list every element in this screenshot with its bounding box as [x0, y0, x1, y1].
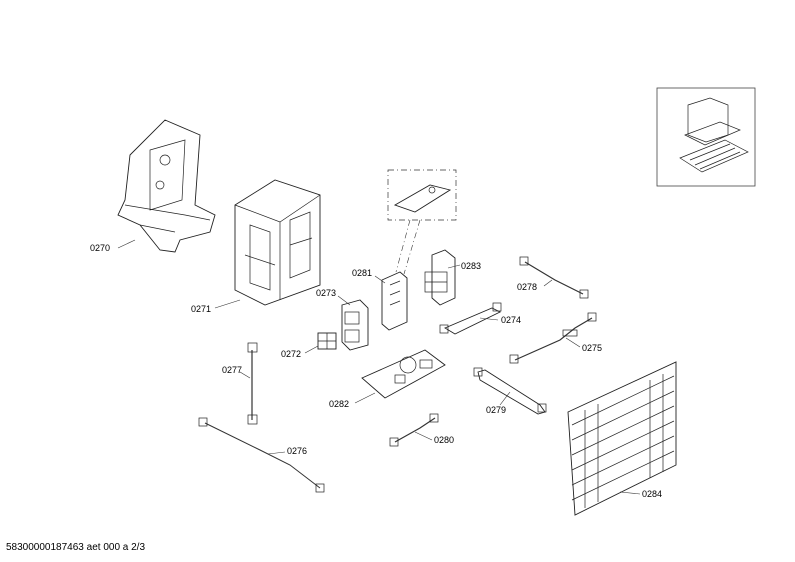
part-0281-control-board[interactable] [381, 169, 457, 331]
part-0277-cable[interactable] [247, 342, 258, 425]
leader-0281 [374, 275, 386, 284]
part-0272-terminal[interactable] [317, 332, 337, 350]
label-0276: 0276 [287, 446, 307, 456]
part-0278-cable[interactable] [519, 256, 589, 299]
leader-0275 [565, 337, 581, 348]
part-0283-transformer[interactable] [424, 249, 456, 306]
footer-document-id: 58300000187463 aet 000 a 2/3 [6, 542, 146, 553]
part-0274-cable[interactable] [439, 302, 502, 335]
part-0282-power-board[interactable] [361, 349, 446, 399]
leader-0278 [543, 279, 553, 287]
label-0281: 0281 [352, 268, 372, 278]
label-0275: 0275 [582, 343, 602, 353]
label-0284: 0284 [642, 489, 662, 499]
part-0284-grille-panel[interactable] [567, 361, 677, 516]
leader-0276 [267, 451, 286, 455]
label-0273: 0273 [316, 288, 336, 298]
label-0283: 0283 [461, 261, 481, 271]
part-0275-cable[interactable] [509, 312, 597, 364]
part-0280-cable[interactable] [389, 413, 439, 447]
part-0273-relay-block[interactable] [341, 299, 369, 351]
leader-0272 [304, 345, 319, 354]
label-0278: 0278 [517, 282, 537, 292]
part-0270-bracket[interactable] [117, 119, 216, 253]
label-0277: 0277 [222, 365, 242, 375]
leader-0280 [414, 431, 433, 441]
label-0280: 0280 [434, 435, 454, 445]
leader-0279 [499, 391, 511, 406]
part-0279-cable[interactable] [473, 367, 547, 415]
leader-0271 [214, 299, 241, 309]
label-0270: 0270 [90, 243, 110, 253]
leader-0270 [117, 239, 136, 249]
leader-0274 [479, 317, 499, 321]
label-0282: 0282 [329, 399, 349, 409]
label-0271: 0271 [191, 304, 211, 314]
leader-0282 [354, 392, 376, 404]
overview-thumbnail [656, 87, 756, 187]
part-0276-cable[interactable] [198, 417, 325, 493]
leader-0283 [447, 264, 461, 269]
label-0272: 0272 [281, 349, 301, 359]
part-0271-housing-frame[interactable] [234, 179, 321, 306]
leader-0273 [337, 295, 351, 306]
label-0279: 0279 [486, 405, 506, 415]
leader-0284 [619, 491, 641, 495]
leader-0277 [239, 371, 251, 379]
label-0274: 0274 [501, 315, 521, 325]
